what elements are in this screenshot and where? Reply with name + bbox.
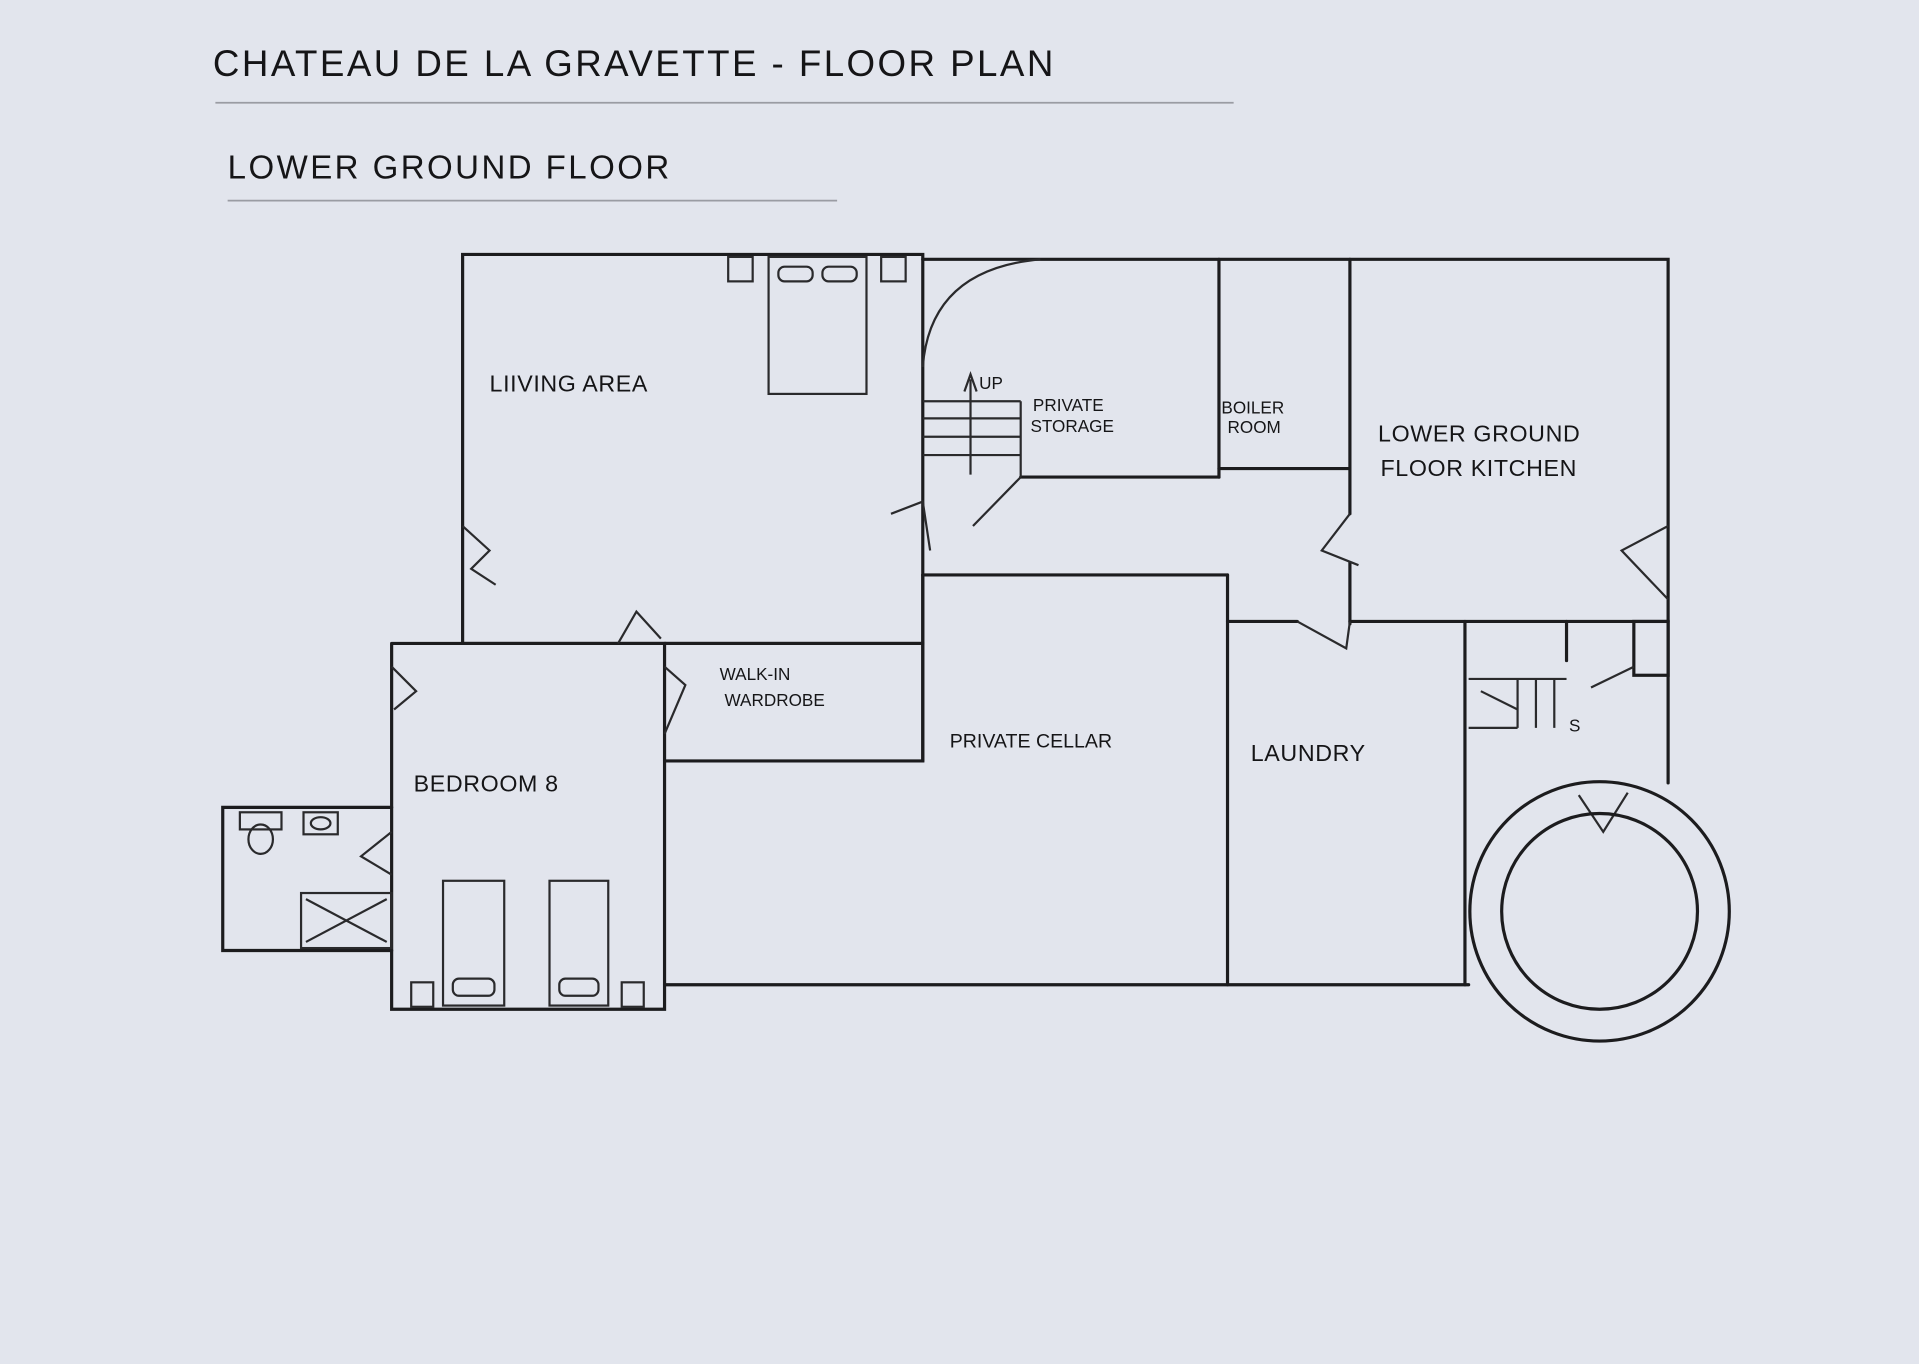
walls — [221, 252, 1670, 1011]
round-tower — [1468, 780, 1731, 1043]
private-storage-label: Private — [1033, 395, 1104, 415]
furniture — [238, 255, 907, 1008]
walk-in-wardrobe-label: Walk-in — [720, 664, 791, 684]
living-area-label: Liiving Area — [490, 370, 648, 396]
bedroom-8-label: Bedroom 8 — [414, 770, 559, 796]
laundry-label: Laundry — [1251, 740, 1366, 766]
header: Chateau de la Gravette - Floor Plan Lowe… — [213, 43, 1234, 202]
doors — [359, 258, 1669, 876]
kitchen-label: Lower Ground — [1378, 421, 1580, 447]
stairs: Up S — [922, 371, 1580, 736]
plan-title: Chateau de la Gravette - Floor Plan — [213, 43, 1056, 84]
boiler-room-label-2: Room — [1228, 417, 1281, 437]
boiler-room-label: Boiler — [1221, 397, 1284, 417]
walk-in-wardrobe-label-2: Wardrobe — [725, 690, 825, 710]
stair-up-label: Up — [979, 373, 1003, 393]
private-cellar-label: Private Cellar — [950, 730, 1112, 752]
room-labels: Liiving Area Private Storage Boiler Room… — [414, 370, 1580, 796]
private-storage-label-2: Storage — [1030, 416, 1113, 436]
floor-subtitle: Lower Ground Floor — [228, 149, 672, 186]
kitchen-label-2: Floor Kitchen — [1381, 455, 1577, 481]
stair-mark: S — [1569, 716, 1580, 736]
